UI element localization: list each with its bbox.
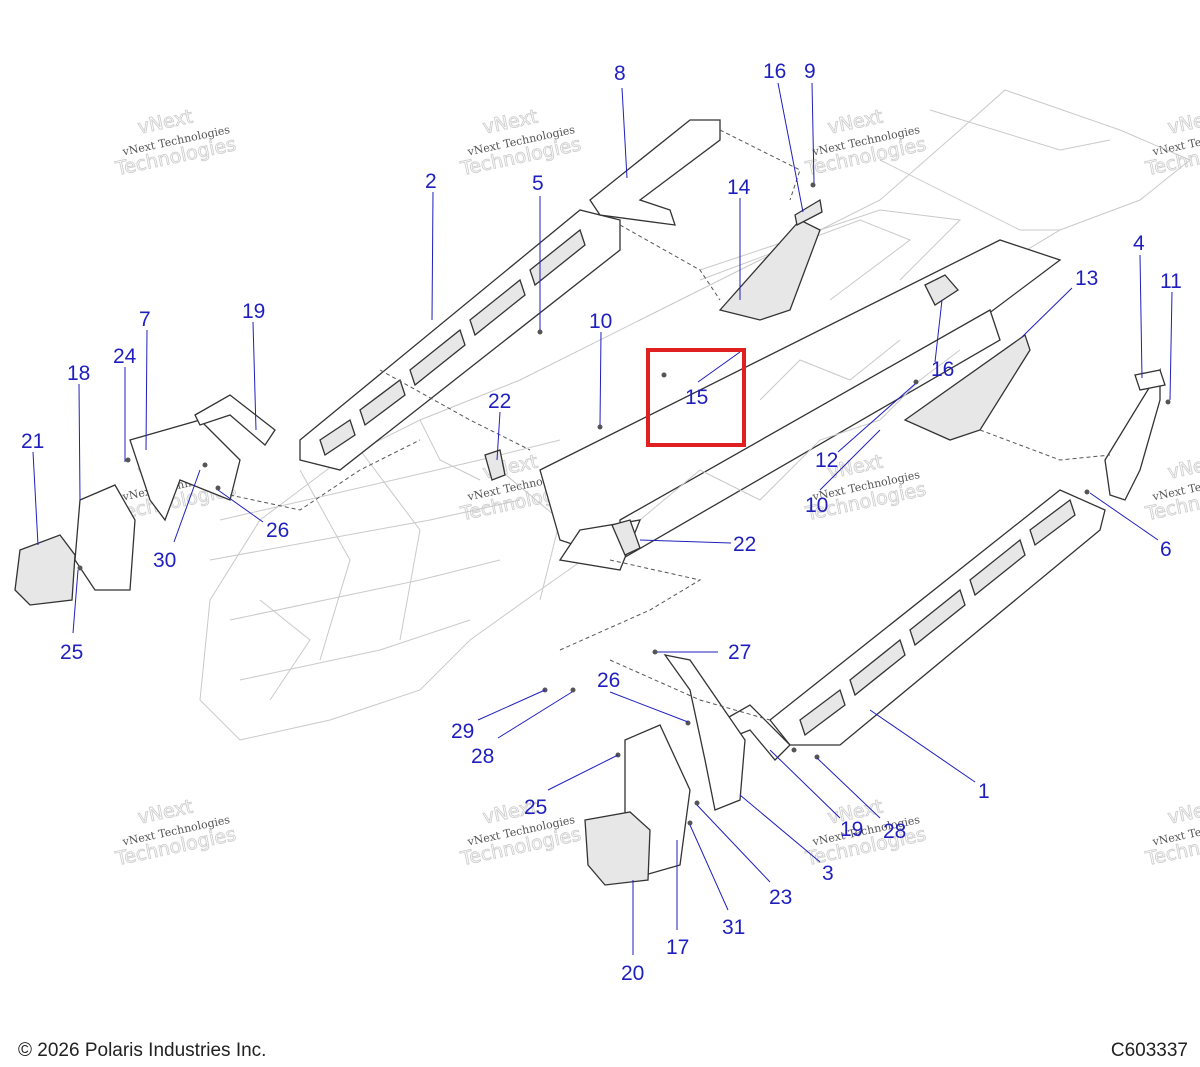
part-21-cover [14, 534, 76, 606]
diagram-code: C603337 [1110, 1040, 1188, 1061]
callout-16-lower[interactable]: 16 [931, 358, 954, 381]
callout-4[interactable]: 4 [1133, 232, 1145, 255]
callout-25-left[interactable]: 25 [60, 641, 83, 664]
callout-25-right[interactable]: 25 [524, 796, 547, 819]
callout-12[interactable]: 12 [815, 449, 838, 472]
part-22-mount-lower [611, 519, 641, 556]
callout-7[interactable]: 7 [139, 308, 151, 331]
watermark: vNext vNext Technologies Technologies [458, 795, 584, 871]
callout-5[interactable]: 5 [532, 172, 544, 195]
part-16-bracket-upper [794, 198, 823, 226]
callout-19-lower[interactable]: 19 [840, 818, 863, 841]
highlight-box [646, 348, 746, 447]
callout-28-left[interactable]: 28 [471, 745, 494, 768]
part-8-rear-bracket [589, 119, 721, 226]
callout-31[interactable]: 31 [722, 916, 745, 939]
svg-text:vNext: vNext [1166, 796, 1200, 829]
callout-10-lower[interactable]: 10 [805, 494, 828, 517]
callout-13[interactable]: 13 [1075, 267, 1098, 290]
callout-17[interactable]: 17 [666, 936, 689, 959]
callout-27[interactable]: 27 [728, 641, 751, 664]
callout-22-lower[interactable]: 22 [733, 533, 756, 556]
callout-18[interactable]: 18 [67, 362, 90, 385]
callout-1[interactable]: 1 [978, 780, 990, 803]
callout-29[interactable]: 29 [451, 720, 474, 743]
watermark: vNext vNext Technologies Technologies [458, 105, 584, 181]
reference-lines [229, 129, 1111, 721]
part-22-mount-upper [484, 449, 506, 481]
copyright-text: © 2026 Polaris Industries Inc. [18, 1040, 267, 1061]
part-1-running-board [769, 489, 1106, 746]
callout-9[interactable]: 9 [804, 60, 816, 83]
callout-26-left[interactable]: 26 [266, 519, 289, 542]
watermark: vNext vNext Technologies Technologies [803, 105, 929, 181]
callout-22-upper[interactable]: 22 [488, 390, 511, 413]
callout-6[interactable]: 6 [1160, 538, 1172, 561]
watermark: vNext vNext Technologies Technologies [1143, 450, 1200, 526]
callout-8[interactable]: 8 [614, 62, 626, 85]
svg-text:vNext: vNext [1166, 451, 1200, 484]
callout-11[interactable]: 11 [1160, 270, 1182, 293]
callout-21[interactable]: 21 [21, 430, 44, 453]
watermark: vNext vNext Technologies Technologies [1143, 795, 1200, 871]
callout-28-right[interactable]: 28 [883, 820, 906, 843]
callout-3[interactable]: 3 [822, 862, 834, 885]
callout-20[interactable]: 20 [621, 962, 644, 985]
callouts: 1 2 3 4 5 6 7 8 9 10 10 11 12 13 14 15 1… [21, 60, 1182, 985]
callout-16-upper[interactable]: 16 [763, 60, 786, 83]
part-20-cover [584, 811, 651, 886]
part-19-handle-left [194, 394, 276, 446]
watermark: vNext vNext Technologies Technologies [113, 105, 239, 181]
callout-23[interactable]: 23 [769, 886, 792, 909]
part-13-brace [903, 333, 1031, 441]
callout-19-upper[interactable]: 19 [242, 300, 265, 323]
callout-24[interactable]: 24 [113, 345, 137, 368]
callout-14[interactable]: 14 [727, 176, 751, 199]
svg-text:vNext: vNext [1166, 106, 1200, 139]
callout-26-right[interactable]: 26 [597, 669, 620, 692]
part-2-running-board [299, 209, 621, 471]
part-14-bracket [718, 219, 821, 321]
fasteners [77, 182, 1171, 826]
callout-10-upper[interactable]: 10 [589, 310, 612, 333]
callout-30[interactable]: 30 [153, 549, 176, 572]
tunnel-assembly [539, 209, 1062, 571]
part-4-rear-bracket [1104, 367, 1166, 501]
part-16-bracket-lower [924, 274, 959, 306]
leader-lines [32, 82, 1173, 955]
callout-2[interactable]: 2 [425, 170, 437, 193]
part-3-front-bracket [663, 654, 746, 811]
watermark: vNext vNext Technologies Technologies [113, 795, 239, 871]
callout-15[interactable]: 15 [685, 386, 708, 409]
part-7-front-bracket [129, 419, 241, 522]
watermark: vNext vNext Technologies Technologies [1143, 105, 1200, 181]
